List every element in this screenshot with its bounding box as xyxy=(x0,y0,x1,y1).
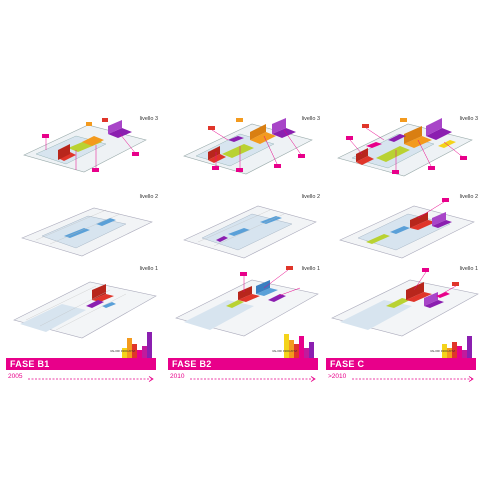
level-1-axonometric-plan xyxy=(175,266,319,337)
phase-panel-b2: livello 3 livello 2 xyxy=(168,110,326,390)
level-label: livello 2 xyxy=(139,194,158,200)
level-3-axonometric-plan xyxy=(23,118,147,173)
phase-label: FASE B2 xyxy=(172,359,212,369)
level-label: livello 2 xyxy=(459,194,478,200)
level-1-axonometric-plan xyxy=(13,281,157,339)
legend-caption: VALORI INDICATIVI xyxy=(430,349,456,353)
level-1-axonometric-plan xyxy=(331,268,479,337)
plan-level-2: livello 2 xyxy=(168,188,326,268)
plan-level-2: livello 2 xyxy=(326,188,484,268)
level-label: livello 3 xyxy=(139,116,158,122)
legend-bar-chart xyxy=(122,332,152,358)
level-label: livello 3 xyxy=(459,116,478,122)
level-2-axonometric-plan xyxy=(339,198,475,259)
legend-caption: VALORI INDICATIVI xyxy=(110,349,136,353)
phase-year: 2005 xyxy=(8,373,23,380)
legend-caption: VALORI INDICATIVI xyxy=(272,349,298,353)
timeline-arrow xyxy=(190,376,316,382)
phase-year: >2010 xyxy=(328,373,347,380)
level-label: livello 1 xyxy=(139,266,158,272)
timeline-arrow xyxy=(28,376,154,382)
plan-level-1: livello 1 xyxy=(6,260,164,340)
phase-bar: FASE C xyxy=(326,358,476,370)
level-label: livello 1 xyxy=(301,266,320,272)
plan-level-1: livello 1 xyxy=(326,260,484,340)
legend-bar-chart xyxy=(442,336,472,358)
level-label: livello 3 xyxy=(301,116,320,122)
level-3-axonometric-plan xyxy=(337,118,473,177)
plan-level-3: livello 3 xyxy=(326,110,484,190)
plan-level-3: livello 3 xyxy=(168,110,326,190)
level-2-axonometric-plan xyxy=(183,205,317,259)
phase-panel-c: livello 3 livello 2 xyxy=(326,110,484,390)
phase-label: FASE B1 xyxy=(10,359,50,369)
phase-bar: FASE B2 xyxy=(168,358,318,370)
level-3-axonometric-plan xyxy=(183,118,313,175)
timeline-arrow xyxy=(352,376,474,382)
legend-bar-chart xyxy=(284,334,314,358)
level-label: livello 2 xyxy=(301,194,320,200)
phase-label: FASE C xyxy=(330,359,365,369)
phase-panel-b1: livello 3 livello 2 livello 1 xyxy=(6,110,164,390)
plan-level-2: livello 2 xyxy=(6,188,164,268)
phase-year: 2010 xyxy=(170,373,185,380)
phase-bar: FASE B1 xyxy=(6,358,156,370)
level-label: livello 1 xyxy=(459,266,478,272)
plan-level-3: livello 3 xyxy=(6,110,164,190)
plan-level-1: livello 1 xyxy=(168,260,326,340)
level-2-axonometric-plan xyxy=(21,207,153,257)
